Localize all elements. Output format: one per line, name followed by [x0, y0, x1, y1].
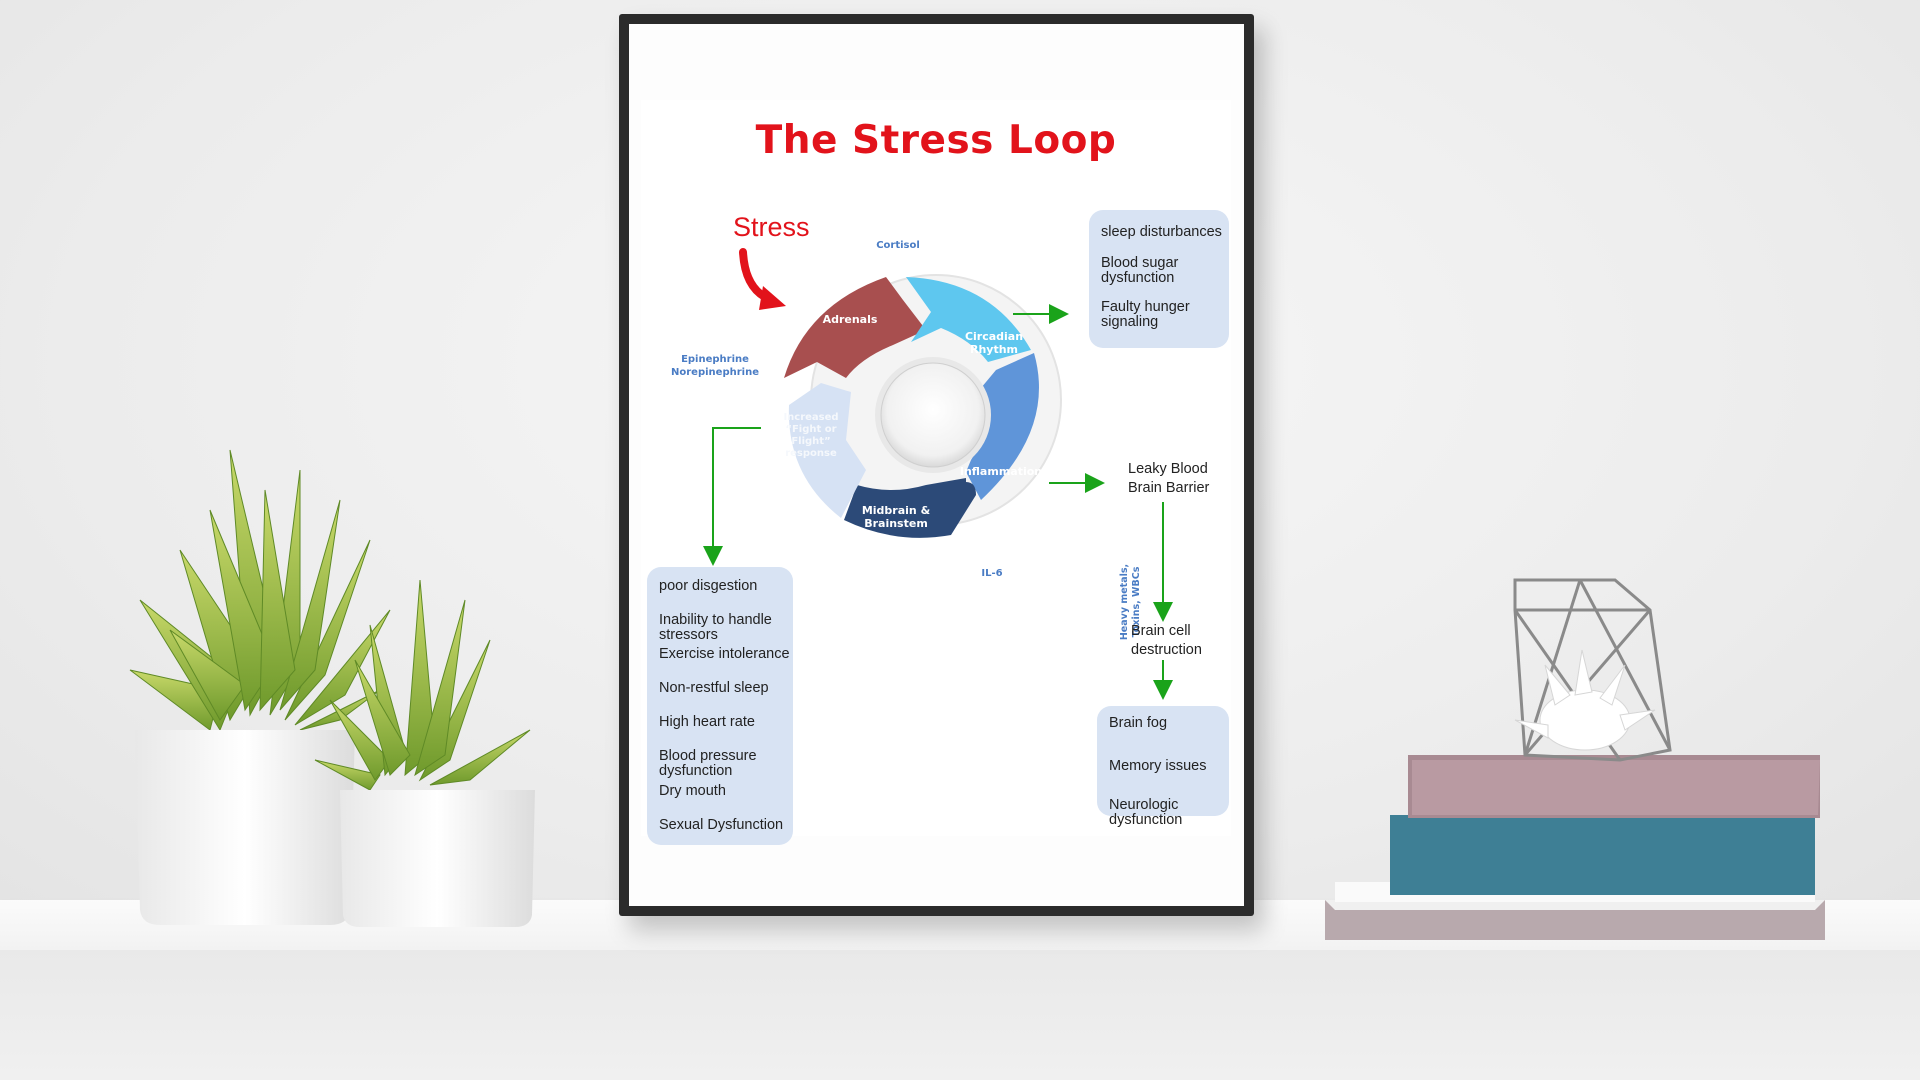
heavy-metals-label-1: Heavy metals,	[1119, 564, 1130, 640]
inflammation-label: Inflammation	[960, 465, 1042, 478]
arrow-to-left-box	[713, 428, 761, 556]
cortisol-label: Cortisol	[876, 240, 920, 251]
poster-frame: The Stress Loop Stress	[619, 14, 1254, 916]
bottom-item-fog: Brain fog	[1109, 716, 1224, 731]
right-item-blood-sugar: Blood sugar dysfunction	[1101, 256, 1201, 286]
left-item-blood-pressure: Blood pressure dysfunction	[659, 749, 769, 779]
stress-arrow-head	[759, 286, 786, 310]
fight-label-1: Increased	[783, 412, 838, 423]
adrenals-label: Adrenals	[823, 313, 878, 326]
poster-mat: The Stress Loop Stress	[629, 24, 1244, 906]
bottom-item-memory: Memory issues	[1109, 759, 1224, 774]
midbrain-label-2: Brainstem	[864, 517, 928, 530]
left-effects-box: poor disgestion Inability to handle stre…	[647, 567, 793, 845]
book-stack	[1325, 755, 1825, 940]
large-succulent	[130, 450, 390, 730]
bottom-effects-box: Brain fog Memory issues Neurologic dysfu…	[1097, 706, 1229, 816]
fight-label-4: response	[785, 448, 837, 459]
stress-loop-poster: The Stress Loop Stress	[641, 100, 1231, 836]
left-item-exercise: Exercise intolerance	[659, 647, 793, 662]
left-item-stressors: Inability to handle stressors	[659, 613, 784, 643]
circadian-label-1: Circadian	[965, 330, 1023, 343]
large-white-pot	[135, 730, 355, 925]
norepinephrine-label: Norepinephrine	[671, 367, 759, 378]
floor-area	[0, 950, 1920, 1080]
left-item-dry-mouth: Dry mouth	[659, 784, 789, 799]
right-item-sleep: sleep disturbances	[1101, 225, 1226, 240]
left-item-sexual: Sexual Dysfunction	[659, 818, 793, 833]
left-item-heart: High heart rate	[659, 715, 789, 730]
il6-label: IL-6	[981, 568, 1002, 579]
books-and-terrarium	[1320, 570, 1840, 950]
leaky-bbb-line1: Leaky Blood	[1128, 460, 1208, 479]
right-effects-box: sleep disturbances Blood sugar dysfuncti…	[1089, 210, 1229, 348]
midbrain-label-1: Midbrain &	[862, 504, 931, 517]
leaky-bbb-line2: Brain Barrier	[1128, 479, 1209, 498]
left-item-sleep: Non-restful sleep	[659, 681, 789, 696]
epinephrine-label: Epinephrine	[681, 354, 749, 365]
circadian-label-2: Rhythm	[970, 343, 1018, 356]
succulent-plants	[70, 430, 580, 930]
small-white-pot	[340, 790, 535, 927]
brain-cell-line1: Brain cell	[1131, 622, 1191, 641]
fight-label-2: “Fight or	[785, 424, 836, 435]
brain-cell-line2: destruction	[1131, 641, 1202, 660]
white-spiky-sculpture	[1515, 650, 1655, 750]
fight-label-3: Flight”	[791, 436, 830, 447]
left-item-digestion: poor disgestion	[659, 579, 789, 594]
right-item-hunger: Faulty hunger signaling	[1101, 300, 1201, 330]
bottom-item-neuro: Neurologic dysfunction	[1109, 798, 1214, 828]
